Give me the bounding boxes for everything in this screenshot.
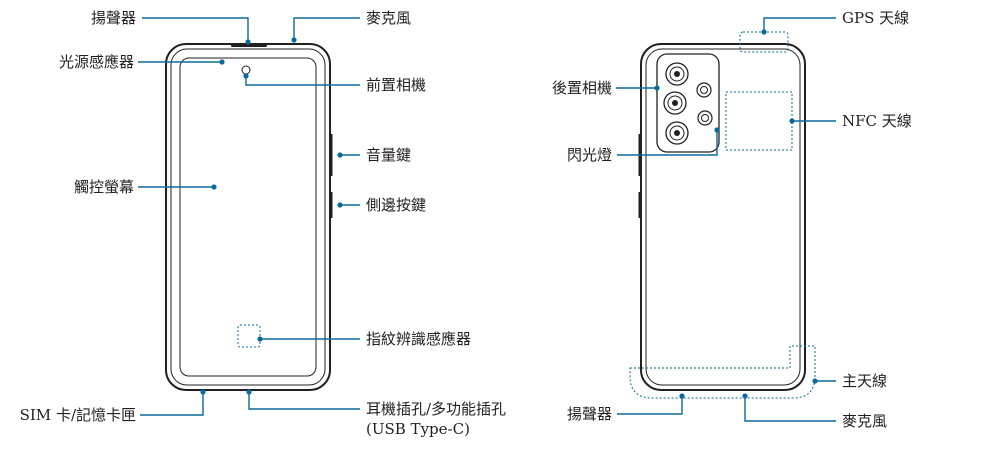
rear-camera-lens-small (696, 82, 712, 98)
label-flash: 閃光燈 (566, 146, 612, 164)
label-rear-camera: 後置相機 (551, 79, 612, 97)
back-phone-inner (645, 48, 801, 386)
rear-camera-lens-2 (663, 91, 687, 115)
label-front-camera: 前置相機 (366, 76, 427, 94)
flash-icon (697, 110, 713, 126)
label-earphone-jack: 耳機插孔/多功能插孔 (366, 400, 507, 418)
label-speaker-bottom: 揚聲器 (566, 405, 612, 423)
side-key-button (329, 192, 333, 218)
front-phone-inner-bezel (170, 48, 326, 386)
camera-module (656, 53, 720, 153)
label-usb-type: (USB Type-C) (366, 420, 470, 438)
label-touchscreen: 觸控螢幕 (73, 178, 134, 196)
front-phone (165, 43, 333, 391)
front-phone-body (165, 43, 331, 391)
label-gps-antenna: GPS 天線 (842, 9, 910, 27)
label-main-antenna: 主天線 (842, 372, 888, 390)
label-speaker-top: 揚聲器 (90, 9, 136, 27)
main-antenna-area (629, 345, 816, 399)
label-nfc-antenna: NFC 天線 (842, 112, 912, 130)
label-light-sensor: 光源感應器 (58, 53, 134, 71)
label-fingerprint-sensor: 指紋辨識感應器 (366, 330, 472, 348)
touchscreen-area (179, 57, 317, 377)
back-phone-body (640, 43, 806, 391)
earpiece-slot (231, 44, 267, 47)
callout-lines (138, 17, 836, 422)
label-microphone-top: 麥克風 (366, 9, 412, 27)
back-side-key (638, 192, 642, 218)
fingerprint-sensor-area (237, 324, 261, 348)
nfc-antenna-area (725, 91, 793, 151)
label-microphone-bottom: 麥克風 (842, 412, 888, 430)
label-sim-tray: SIM 卡/記憶卡匣 (19, 406, 136, 424)
callout-dots (200, 29, 818, 399)
front-camera-lens (241, 65, 251, 75)
label-side-key: 側邊按鍵 (366, 196, 427, 214)
rear-camera-lens-1 (665, 62, 689, 86)
volume-key-button (329, 134, 333, 176)
label-volume-key: 音量鍵 (366, 146, 412, 164)
rear-camera-lens-3 (665, 121, 689, 145)
